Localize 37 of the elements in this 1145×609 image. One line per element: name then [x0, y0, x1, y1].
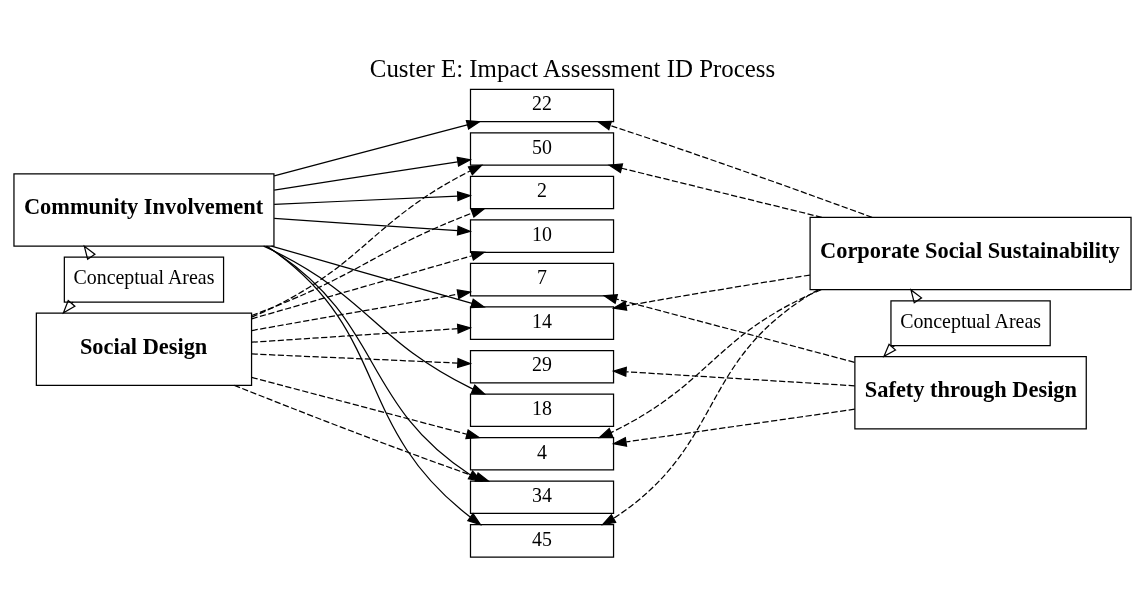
node-box: Safety through Design	[854, 356, 1087, 430]
arrow	[251, 164, 484, 318]
node-box: 22	[469, 88, 615, 123]
node-box: 2	[469, 175, 615, 210]
node-box: 18	[469, 393, 615, 428]
arrow	[251, 323, 473, 343]
node-box: Corporate Social Sustainability	[809, 216, 1132, 291]
arrow	[251, 208, 486, 317]
arrow	[611, 366, 856, 387]
arrow	[601, 289, 820, 526]
arrow	[273, 156, 473, 191]
node-box: Social Design	[35, 312, 253, 386]
arrow	[251, 376, 481, 440]
node-box: 10	[469, 219, 615, 253]
node-box: 29	[469, 349, 615, 384]
arrow	[611, 408, 856, 448]
arrow	[273, 191, 473, 205]
arrow	[611, 274, 811, 311]
arrow	[270, 245, 486, 309]
node-box: 34	[469, 480, 615, 515]
arrow	[602, 294, 856, 363]
arrow	[596, 120, 873, 218]
arrow	[251, 289, 473, 332]
node-box: 4	[469, 437, 615, 471]
arrow	[273, 217, 473, 236]
arrow	[607, 163, 823, 218]
arrow	[251, 353, 473, 369]
diagram-title: Custer E: Impact Assessment ID Process	[369, 54, 776, 82]
arrow	[251, 250, 486, 320]
node-box: 50	[469, 132, 615, 166]
arrow	[273, 119, 482, 177]
node-box: Community Involvement	[13, 173, 275, 247]
node-box: 14	[469, 306, 615, 340]
arrow	[597, 289, 822, 439]
arrow	[263, 245, 487, 395]
node-box: 7	[469, 262, 615, 297]
node-box: 45	[469, 524, 615, 558]
